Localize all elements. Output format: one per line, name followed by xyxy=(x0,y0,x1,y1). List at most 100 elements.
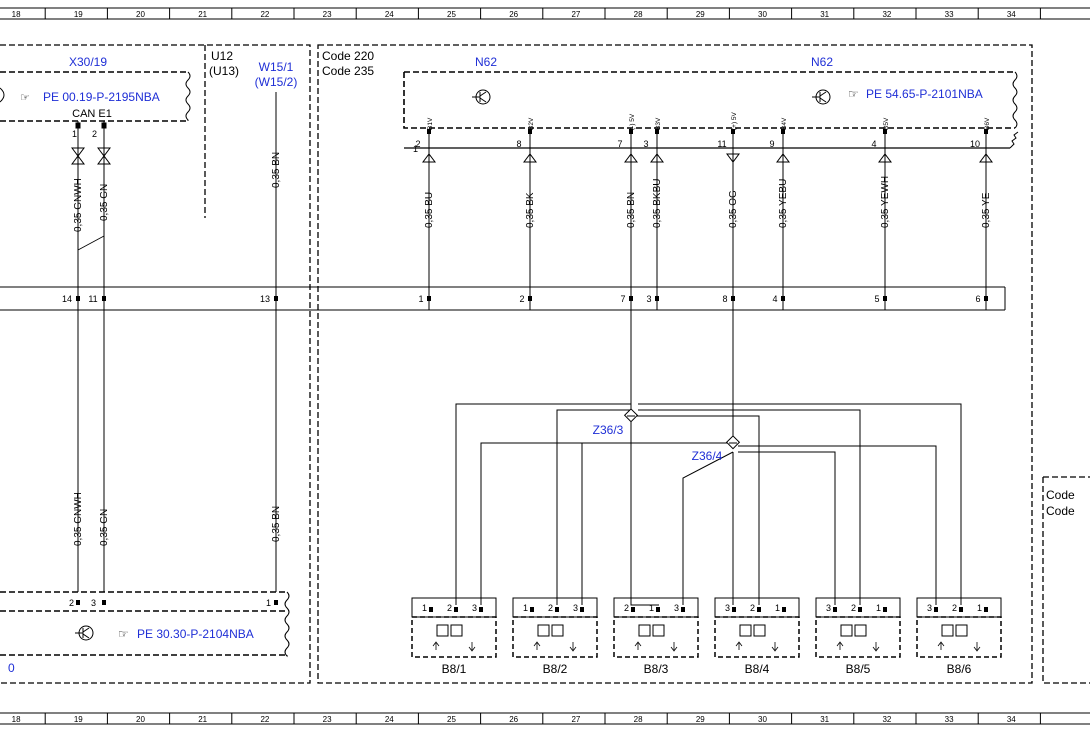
sensor-pin-number: 3 xyxy=(472,603,477,613)
ruler-column-label: 33 xyxy=(945,715,954,724)
sensor-pin-number: 1 xyxy=(775,603,780,613)
bottom-module: 2 3 1 ☞ PE 30.30-P-2104NBA 0 xyxy=(0,591,290,675)
sensor-pin-number: 2 xyxy=(851,603,856,613)
x30-19-module: X30/19 ☞ PE 00.19-P-2195NBA CAN E1 xyxy=(0,55,191,122)
reference-icon: ☞ xyxy=(118,627,129,641)
sensor-pin-number: 1 xyxy=(977,603,982,613)
n62-pin-signal: B3V xyxy=(655,117,662,130)
sensor-pin-number: 3 xyxy=(927,603,932,613)
n62-pin-number: 7 xyxy=(617,139,622,149)
sensor-label: B8/3 xyxy=(644,662,669,676)
ruler-column-label: 30 xyxy=(758,715,767,724)
n62-label-left: N62 xyxy=(475,55,497,69)
sensor-pin-number: 1 xyxy=(523,603,528,613)
n62-pin-number: 8 xyxy=(516,139,521,149)
ruler-column-label: 34 xyxy=(1007,10,1016,19)
ruler-column-label: 24 xyxy=(385,715,394,724)
bottom-module-ref[interactable]: PE 30.30-P-2104NBA xyxy=(137,627,254,641)
n62-wire-label: 0,35 YEWH xyxy=(880,176,891,228)
n62-pin-signal: B5V xyxy=(883,117,890,130)
can-wire-2-lower-label: 0,35 GN xyxy=(99,509,110,546)
ruler-column-label: 27 xyxy=(571,715,580,724)
x30-pin-1: 1 xyxy=(72,129,77,139)
ruler-column-label: 19 xyxy=(74,715,83,724)
ruler-column-label: 31 xyxy=(820,10,829,19)
strip-pin-number: 6 xyxy=(975,294,980,304)
n62-pin-signal: B1V xyxy=(427,117,434,130)
ruler-column-label: 34 xyxy=(1007,715,1016,724)
n62-pin-number: 10 xyxy=(970,139,980,149)
ruler-column-label: 28 xyxy=(634,715,643,724)
sensor-label: B8/6 xyxy=(947,662,972,676)
n62-wire-label: 0,35 BK xyxy=(525,192,536,228)
x30-ref[interactable]: PE 00.19-P-2195NBA xyxy=(43,90,160,104)
ruler-column-label: 23 xyxy=(323,10,332,19)
ruler-column-label: 22 xyxy=(260,715,269,724)
n62-wire-label: 0,35 BKBU xyxy=(652,179,663,228)
can-wire-1-label: 0,35 GNWH xyxy=(73,178,84,232)
n62-pin-number: 11 xyxy=(717,139,726,149)
ruler-column-label: 21 xyxy=(198,715,207,724)
strip-pin-number: 11 xyxy=(88,294,97,304)
sensor-pin-number: 2 xyxy=(952,603,957,613)
ruler-column-label: 31 xyxy=(820,715,829,724)
strip-pin-number: 5 xyxy=(874,294,879,304)
code-220-label: Code 220 xyxy=(322,49,374,63)
can-wires xyxy=(71,121,111,592)
reference-icon: ☞ xyxy=(20,92,30,104)
n62-label-right: N62 xyxy=(811,55,833,69)
sensor-pin-number: 3 xyxy=(826,603,831,613)
n62-wire-label: 0,35 BN xyxy=(626,192,637,228)
sensor-pin-number: 2 xyxy=(548,603,553,613)
n62-pin-signal: (-) 5V xyxy=(629,113,636,130)
ruler-column-label: 20 xyxy=(136,715,145,724)
ruler-column-label: 26 xyxy=(509,715,518,724)
w15-wire-lower-label: 0,35 BN xyxy=(271,506,282,542)
w15-wire-label: 0,35 BN xyxy=(271,152,282,188)
bottom-pin-2: 2 xyxy=(69,598,74,608)
n62-pin-signal: B6V xyxy=(984,117,991,130)
ruler-column-label: 26 xyxy=(509,10,518,19)
sensor-pin-number: 3 xyxy=(725,603,730,613)
w15-1-label: W15/1 xyxy=(259,60,294,74)
n62-ref[interactable]: PE 54.65-P-2101NBA xyxy=(866,87,983,101)
n62-wire-label: 0,35 YEBU xyxy=(778,179,789,228)
sensor-label: B8/2 xyxy=(543,662,568,676)
sensor-b8: 3 2 1B8/6 xyxy=(916,597,1002,676)
n62-pin-column: B6V 10 0,35 YE xyxy=(970,117,993,296)
ruler-column-label: 32 xyxy=(882,715,891,724)
code-region-frame xyxy=(317,44,1033,684)
w15-2-label: (W15/2) xyxy=(255,75,298,89)
n62-wire-label: 0,35 BU xyxy=(424,192,435,228)
ruler-column-label: 29 xyxy=(696,10,705,19)
can-label: CAN E1 xyxy=(72,108,112,120)
ruler-column-label: 18 xyxy=(12,10,21,19)
splice-nodes xyxy=(623,408,741,450)
strip-pin-number: 2 xyxy=(519,294,524,304)
n62-pin-number: 3 xyxy=(643,139,648,149)
sensor-pin-number: 2 xyxy=(624,603,629,613)
n62-pin-column: B3V 3 0,35 BKBU xyxy=(643,117,664,296)
ruler-column-label: 23 xyxy=(323,715,332,724)
sensor-label: B8/1 xyxy=(442,662,467,676)
n62-wire-label: 0,35 YE xyxy=(981,192,992,228)
n62-pin-signal: (+) 5V xyxy=(731,111,738,130)
n62-module: N62 N62 ☞ PE 54.65-P-2101NBA 1 xyxy=(403,55,1019,154)
ruler-column-label: 27 xyxy=(571,10,580,19)
ruler-column-label: 20 xyxy=(136,10,145,19)
bottom-pin-1: 1 xyxy=(266,598,271,608)
ruler-column-label: 30 xyxy=(758,10,767,19)
ruler-column-label: 22 xyxy=(260,10,269,19)
ruler-column-label: 25 xyxy=(447,10,456,19)
